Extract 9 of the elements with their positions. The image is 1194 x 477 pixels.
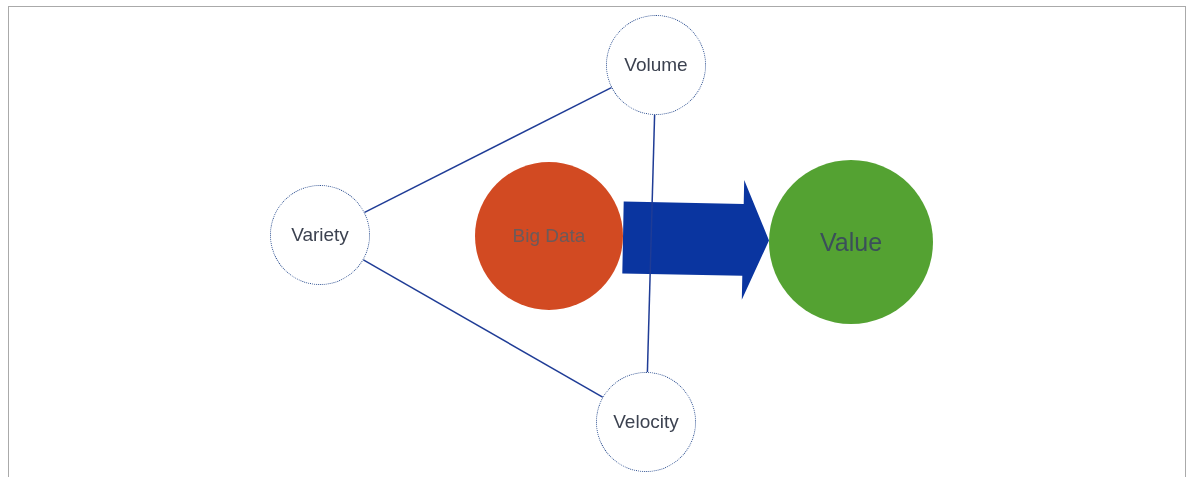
node-label: Big Data xyxy=(512,225,586,247)
block-arrow xyxy=(622,179,769,300)
connector-line xyxy=(362,259,604,398)
node-label: Velocity xyxy=(613,411,679,433)
connector-line xyxy=(646,114,656,373)
node-label: Value xyxy=(819,227,883,257)
node-label: Volume xyxy=(624,54,688,76)
connector-line xyxy=(363,86,613,214)
node-label: Variety xyxy=(291,224,349,246)
